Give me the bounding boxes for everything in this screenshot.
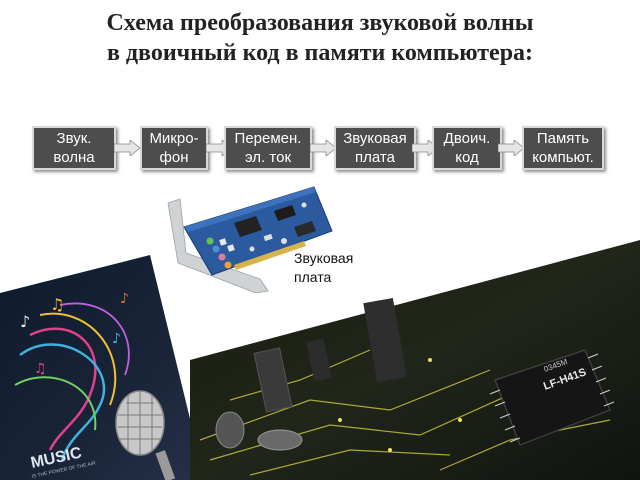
flow-box-line: Звук.	[56, 130, 92, 147]
flow-box-line: фон	[159, 149, 189, 166]
sound-card-label-line: Звуковая	[294, 250, 354, 266]
flow-box-line: Двоич.	[443, 130, 491, 147]
flow-box-line: Перемен.	[234, 130, 302, 147]
svg-text:♪: ♪	[112, 331, 121, 347]
flow-box-line: Микро-	[149, 130, 199, 147]
flow-arrow-icon	[114, 140, 140, 156]
flow-box-line: компьют.	[532, 149, 594, 166]
sound-card-image	[167, 186, 333, 293]
svg-text:♪: ♪	[120, 291, 129, 307]
title-line-1: Схема преобразования звуковой волны	[106, 10, 534, 36]
svg-text:♪: ♪	[20, 312, 30, 331]
flow-box-binary-code: Двоич. код	[432, 126, 502, 170]
flow-box-sound-card: Звуковая плата	[334, 126, 416, 170]
flow-box-line: Звуковая	[343, 130, 407, 147]
slide-title: Схема преобразования звуковой волны в дв…	[0, 8, 640, 68]
title-line-2: в двоичный код в памяти компьютера:	[106, 40, 534, 66]
flow-arrow-icon	[498, 140, 524, 156]
sound-card-label: Звуковая плата	[294, 249, 353, 287]
flow-box-line: эл. ток	[244, 149, 292, 166]
svg-text:♫: ♫	[34, 361, 47, 377]
music-microphone-image: ♪ ♫ ♪ ♫ ♪ MUSIC IS THE POWER OF THE AIR	[0, 255, 205, 480]
flow-box-computer-memory: Память компьют.	[522, 126, 604, 170]
flow-box-alternating-current: Перемен. эл. ток	[224, 126, 312, 170]
sound-card-label-line: плата	[294, 269, 332, 285]
flow-diagram: Звук. волна Микро- фон Перемен. эл. ток …	[0, 0, 640, 200]
flow-box-line: код	[455, 149, 479, 166]
circuit-board-image: LF-H41S 0345M	[190, 240, 640, 480]
flow-box-sound-wave: Звук. волна	[32, 126, 116, 170]
svg-text:♫: ♫	[50, 295, 64, 314]
flow-box-line: Память	[536, 130, 590, 147]
flow-box-line: плата	[355, 149, 395, 166]
flow-box-line: волна	[53, 149, 95, 166]
flow-arrow-icon	[310, 140, 336, 156]
flow-box-microphone: Микро- фон	[140, 126, 208, 170]
